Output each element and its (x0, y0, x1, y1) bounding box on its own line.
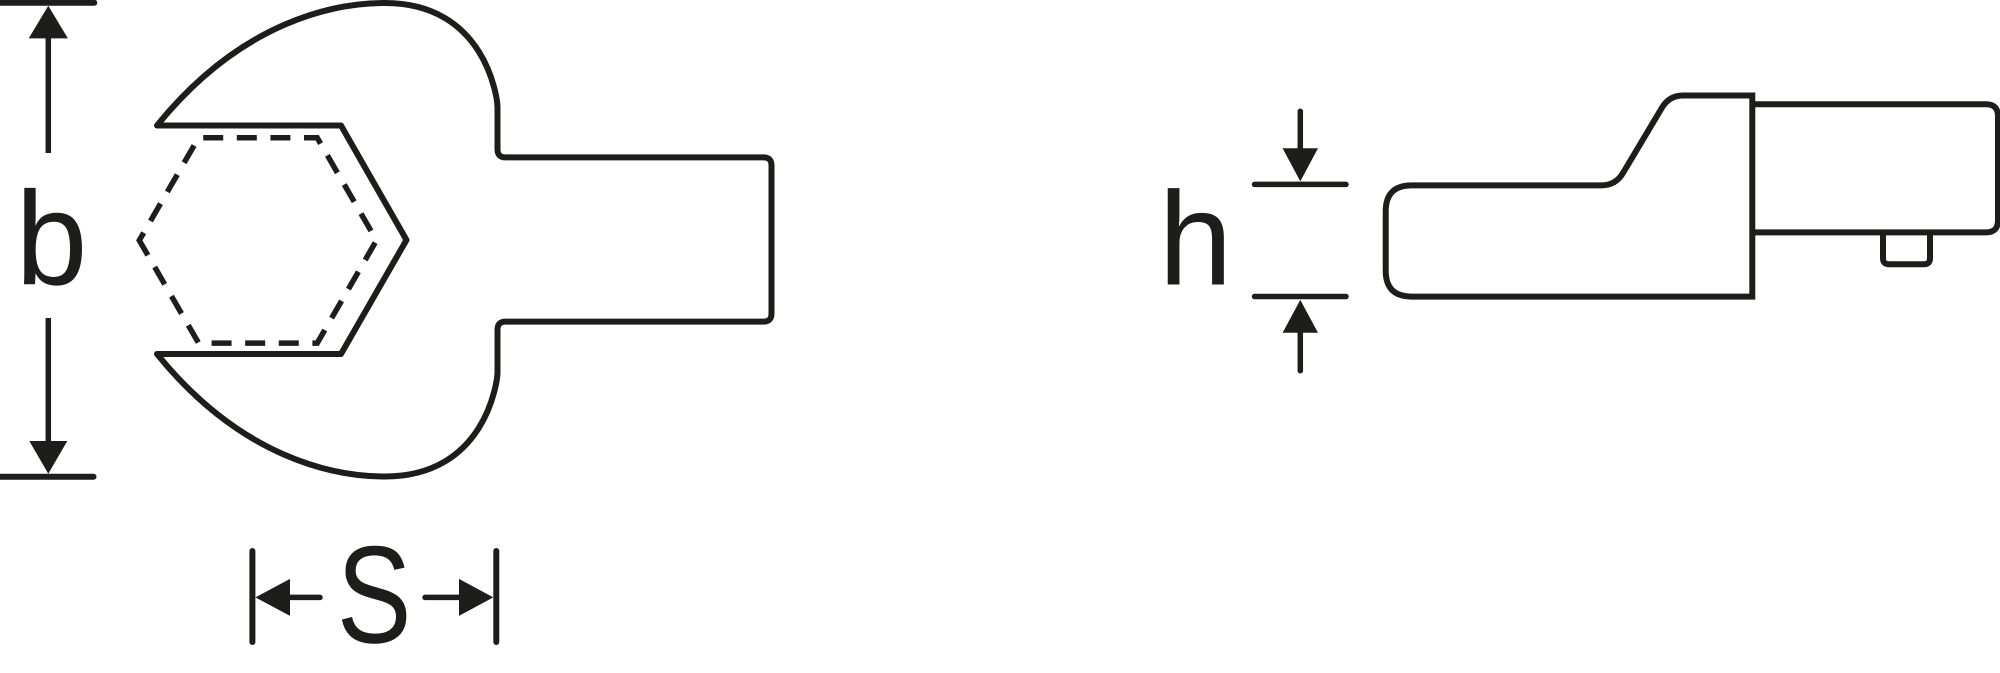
svg-text:h: h (1159, 166, 1233, 314)
svg-text:S: S (337, 517, 412, 672)
svg-text:b: b (16, 164, 88, 313)
